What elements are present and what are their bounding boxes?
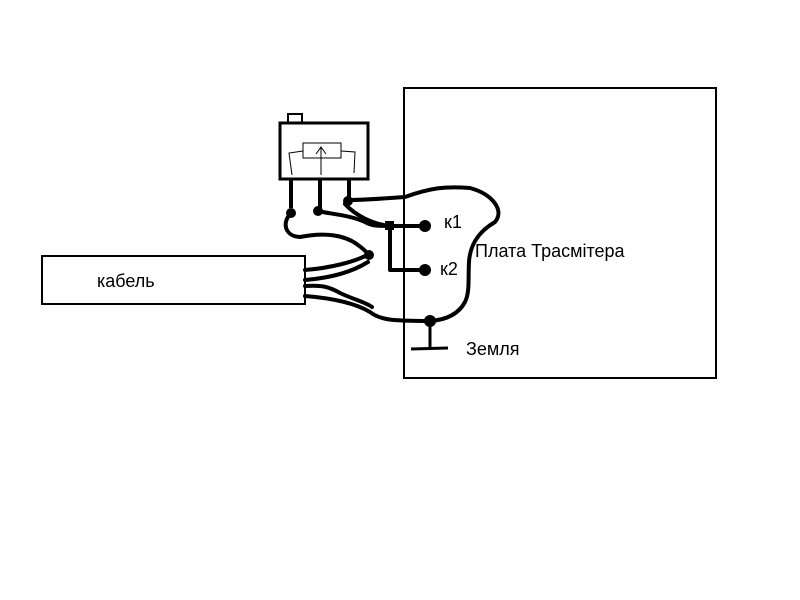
wire-outer-loop <box>347 185 501 323</box>
terminal-k1 <box>419 220 431 232</box>
node-cable <box>364 250 374 260</box>
connection-nodes <box>364 220 436 327</box>
wire-cable-upper-2 <box>303 260 370 282</box>
label-cable: кабель <box>97 271 155 291</box>
resistor-symbol <box>302 142 342 159</box>
wire-junction-k2 <box>388 224 427 272</box>
transmitter-board <box>403 87 717 379</box>
label-k1: к1 <box>444 212 462 232</box>
resistor-lead-right <box>340 150 356 174</box>
wire-cable-ground-2 <box>303 294 432 323</box>
potentiometer-tab <box>287 113 303 124</box>
label-ground: Земля <box>466 339 520 359</box>
ground-symbol <box>410 321 449 351</box>
wire-cable-ground-1 <box>303 283 374 309</box>
cable-box <box>41 255 306 305</box>
wire-pin2 <box>316 209 392 228</box>
label-board: Плата Трасмітера <box>475 241 626 261</box>
terminal-k2 <box>419 264 431 276</box>
resistor-lead-left <box>288 150 304 176</box>
node-junction <box>385 221 394 230</box>
potentiometer-body <box>278 121 370 181</box>
label-k2: к2 <box>440 259 458 279</box>
wiper-arrow <box>315 146 327 175</box>
potentiometer-module <box>278 113 370 181</box>
